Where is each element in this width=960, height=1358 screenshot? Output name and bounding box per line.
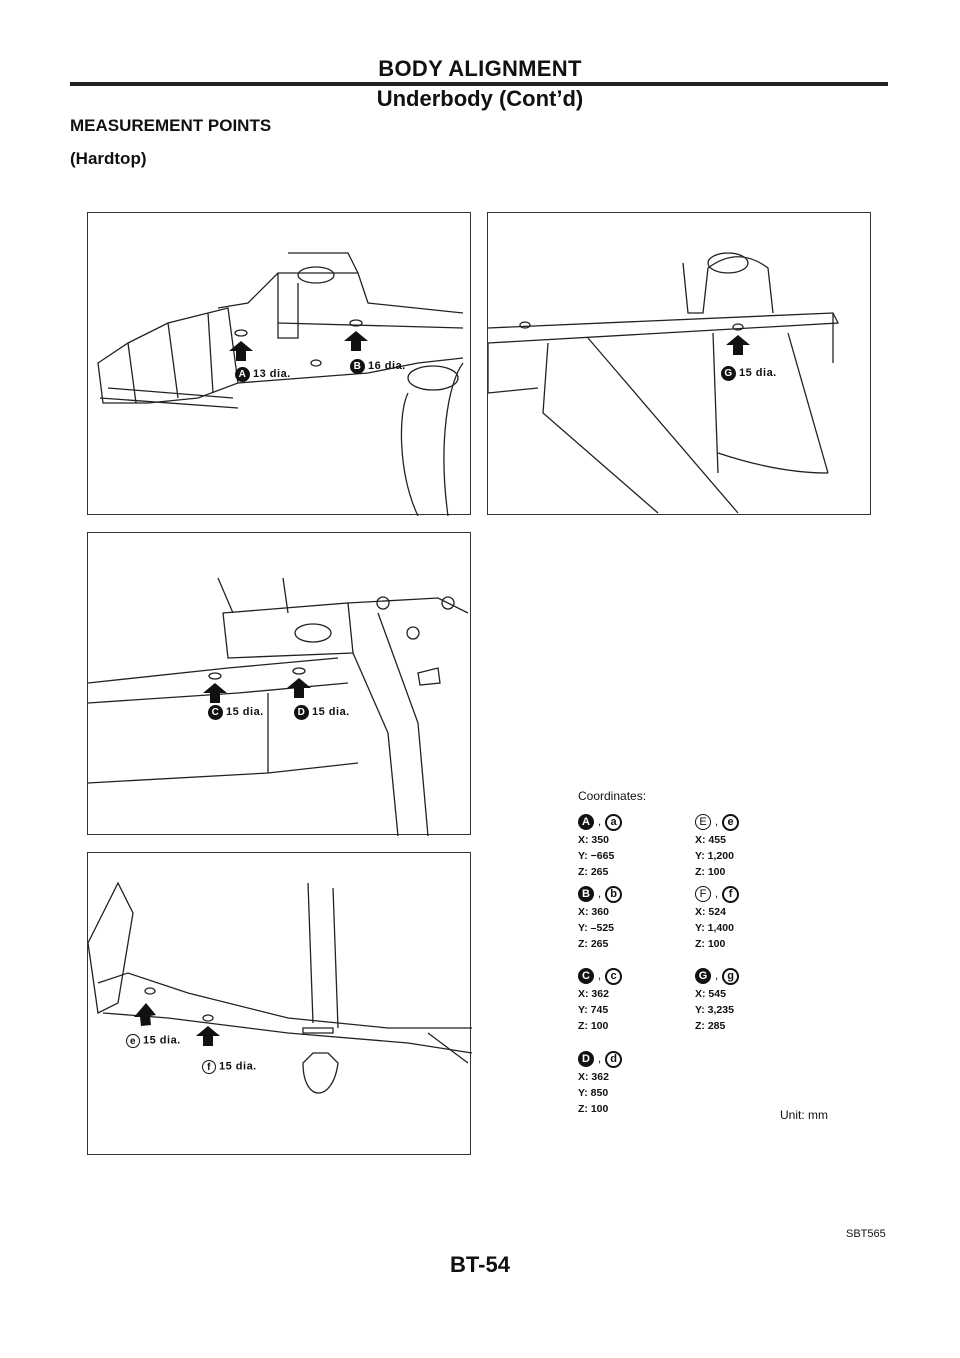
page-number: BT-54 bbox=[450, 1252, 510, 1277]
underbody-illustration-front bbox=[97, 252, 464, 516]
header-subtitle: Underbody (Cont’d) bbox=[376, 86, 584, 111]
coord-block-a: A,a X: 350 Y: −665 Z: 265 bbox=[578, 812, 698, 880]
coord-block-c: C,c X: 362 Y: 745 Z: 100 bbox=[578, 966, 698, 1034]
header-title: BODY ALIGNMENT bbox=[378, 56, 582, 81]
section-title: MEASUREMENT POINTS bbox=[70, 116, 272, 135]
coord-block-f: F,f X: 524 Y: 1,400 Z: 100 bbox=[695, 884, 815, 952]
figure-code: SBT565 bbox=[846, 1228, 886, 1240]
coord-block-b: B,b X: 360 Y: –525 Z: 265 bbox=[578, 884, 698, 952]
header-rule bbox=[70, 82, 888, 86]
coordinates-heading: Coordinates: bbox=[578, 789, 647, 803]
underbody-illustration-rear bbox=[488, 252, 840, 514]
unit-label: Unit: mm bbox=[780, 1108, 828, 1122]
coord-block-d: D,d X: 362 Y: 850 Z: 100 bbox=[578, 1049, 698, 1117]
coord-block-e: E,e X: 455 Y: 1,200 Z: 100 bbox=[695, 812, 815, 880]
arrow-icons bbox=[229, 331, 368, 361]
underbody-illustration-rear-low bbox=[88, 881, 472, 1094]
section-subtitle: (Hardtop) bbox=[70, 149, 147, 168]
coord-block-g: G,g X: 545 Y: 3,235 Z: 285 bbox=[695, 966, 815, 1034]
underbody-illustration-mid bbox=[88, 577, 469, 836]
